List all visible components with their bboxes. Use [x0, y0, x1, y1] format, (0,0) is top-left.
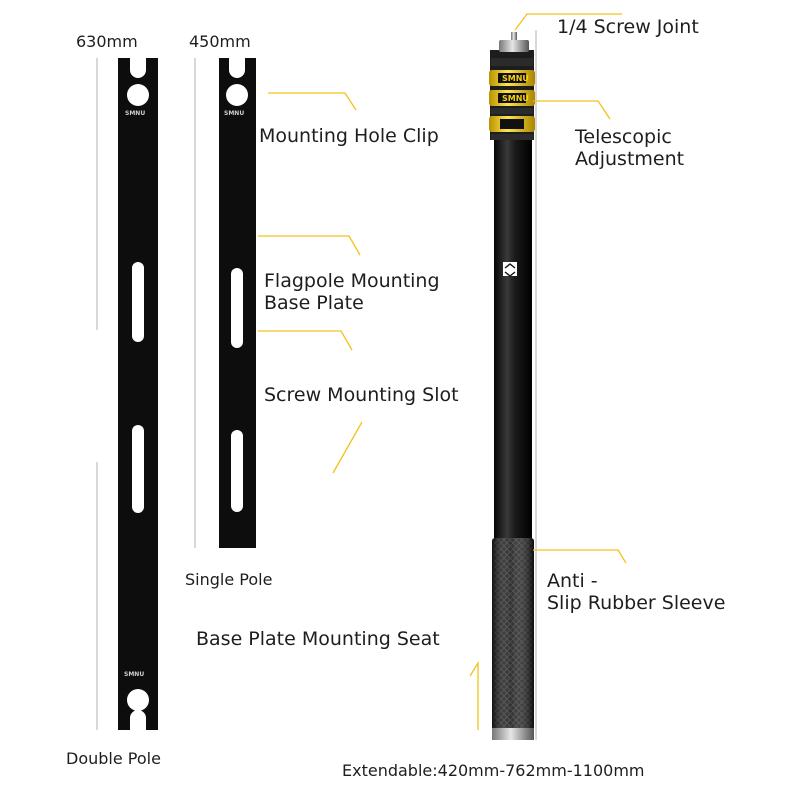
plate-logo: SMNU [124, 671, 145, 678]
plate-logo: SMNU [125, 110, 146, 117]
single-length-label: 450mm [189, 32, 251, 51]
callout-lines [258, 13, 627, 730]
caption-double-pole: Double Pole [66, 749, 161, 768]
double-pole-plate [118, 58, 158, 730]
mounting-hole-icon [127, 689, 149, 711]
plate-logo: SMNU [224, 110, 245, 117]
caption-extendable: Extendable:420mm-762mm-1100mm [342, 761, 645, 780]
screw-slot-icon [231, 268, 243, 348]
telescopic-pole [489, 32, 535, 740]
callout-screw-joint: 1/4 Screw Joint [557, 16, 699, 38]
callout-screw-slot: Screw Mounting Slot [264, 384, 459, 406]
callout-mounting-hole-clip: Mounting Hole Clip [259, 125, 439, 147]
screw-slot-icon [231, 430, 243, 512]
ring-logo: SMNU [502, 94, 529, 103]
caption-single-pole: Single Pole [185, 570, 273, 589]
callout-telescopic-line2: Adjustment [575, 148, 685, 170]
callout-flagpole-line1: Flagpole Mounting [264, 270, 440, 292]
mounting-hole-icon [127, 84, 149, 106]
single-pole-plate [219, 58, 256, 548]
screw-slot-icon [132, 425, 144, 513]
callout-anti-slip-line1: Anti - [547, 570, 598, 592]
callout-anti-slip-line2: Slip Rubber Sleeve [547, 592, 726, 614]
mounting-hole-icon [226, 84, 248, 106]
double-length-label: 630mm [76, 32, 138, 51]
callout-flagpole-line2: Base Plate [264, 292, 364, 314]
screw-slot-icon [132, 262, 144, 342]
callout-base-seat: Base Plate Mounting Seat [196, 628, 440, 650]
callout-telescopic-line1: Telescopic [575, 126, 672, 148]
pole-logo: SMNU [482, 300, 493, 334]
ring-logo: SMNU [502, 74, 529, 83]
